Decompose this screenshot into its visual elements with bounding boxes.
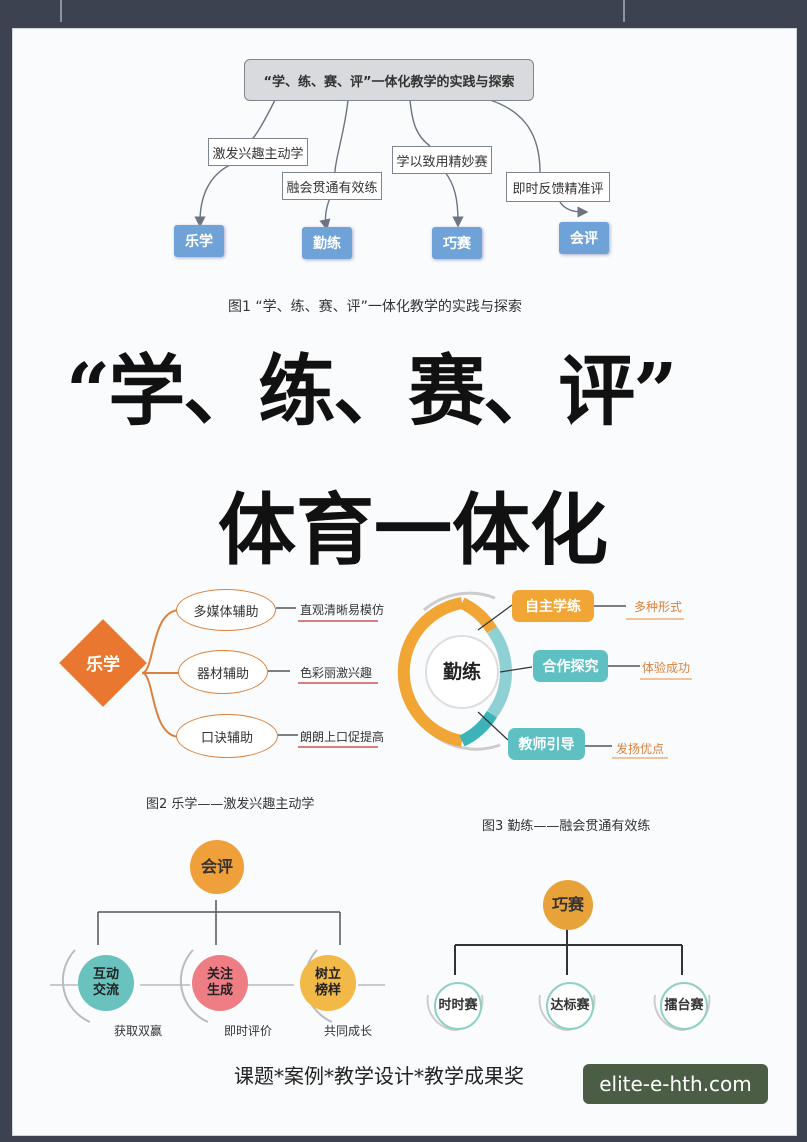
fig4-item-interact: 互动 交流 (78, 955, 134, 1011)
poster-page (12, 28, 797, 1136)
watermark-badge: elite-e-hth.com (583, 1064, 768, 1104)
headline-line2: 体育一体化 (218, 485, 609, 576)
fig2-caption: 图2 乐学——激发兴趣主动学 (146, 797, 315, 812)
node-huiping: 会评 (559, 222, 609, 254)
fig4-note-3: 共同成长 (324, 1024, 373, 1038)
fig3-note-3: 发扬优点 (616, 742, 665, 756)
branch-label-evaluate: 即时反馈精准评 (506, 172, 610, 202)
headline-line1: “学、练、赛、评” (66, 347, 678, 437)
fig3-item-coop: 合作探究 (533, 650, 608, 682)
fig2-item-mnemonic: 口诀辅助 (176, 714, 278, 758)
fig2-note-3: 朗朗上口促提高 (300, 730, 385, 744)
window-edge (60, 0, 62, 22)
fig4-center-label: 会评 (200, 857, 233, 876)
fig2-item-equipment: 器材辅助 (178, 650, 268, 694)
footer-text: 课题*案例*教学设计*教学成果奖 (234, 1064, 524, 1088)
fig3-note-2: 体验成功 (642, 661, 691, 675)
window-edge (623, 0, 625, 22)
fig4-center: 会评 (190, 840, 244, 894)
fig3-note-1: 多种形式 (634, 600, 683, 614)
fig4-item-focus: 关注 生成 (192, 955, 248, 1011)
fig5-center-label: 巧赛 (551, 895, 584, 914)
fig5-item-3: 擂台赛 (660, 982, 708, 1030)
fig1-caption: 图1 “学、练、赛、评”一体化教学的实践与探索 (228, 299, 522, 315)
fig3-center-circle: 勤练 (425, 635, 499, 709)
top-title-box: “学、练、赛、评”一体化教学的实践与探索 (244, 59, 534, 101)
node-qiaosai: 巧赛 (432, 227, 482, 259)
fig5-item-1: 时时赛 (434, 982, 482, 1030)
fig4-note-2: 即时评价 (224, 1024, 273, 1038)
branch-label-compete: 学以致用精妙赛 (392, 146, 492, 174)
fig2-note-1: 直观清晰易模仿 (300, 603, 385, 617)
fig3-caption: 图3 勤练——融会贯通有效练 (482, 819, 651, 834)
fig3-center-label: 勤练 (442, 661, 481, 683)
fig5-center: 巧赛 (543, 880, 593, 930)
fig5-item-2: 达标赛 (546, 982, 594, 1030)
fig2-note-2: 色彩丽激兴趣 (300, 666, 373, 680)
branch-label-learn: 激发兴趣主动学 (208, 138, 308, 166)
node-lexue: 乐学 (174, 225, 224, 257)
fig2-center-label: 乐学 (86, 655, 120, 675)
fig4-note-1: 获取双赢 (114, 1024, 163, 1038)
fig4-item-model: 树立 榜样 (300, 955, 356, 1011)
node-qinlian: 勤练 (302, 227, 352, 259)
fig3-item-teacher: 教师引导 (508, 728, 585, 760)
fig3-item-self: 自主学练 (512, 590, 594, 622)
branch-label-practice: 融会贯通有效练 (282, 172, 382, 200)
fig2-item-multimedia: 多媒体辅助 (176, 589, 276, 631)
